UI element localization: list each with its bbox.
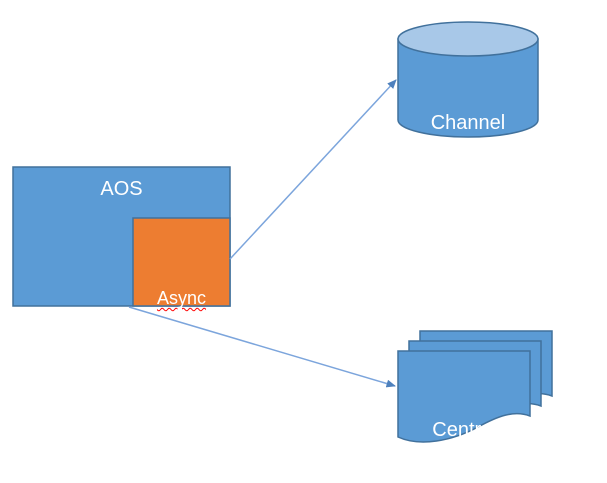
central-storage-documents — [397, 330, 553, 443]
document-front — [397, 350, 531, 443]
cylinder-top — [397, 21, 539, 57]
arrow-to-central-storage — [128, 306, 396, 388]
arrow-to-channel-database — [229, 79, 397, 260]
cylinder-body — [397, 38, 539, 138]
async-client-box-shape — [132, 217, 231, 307]
channel-database-cylinder — [397, 21, 539, 138]
